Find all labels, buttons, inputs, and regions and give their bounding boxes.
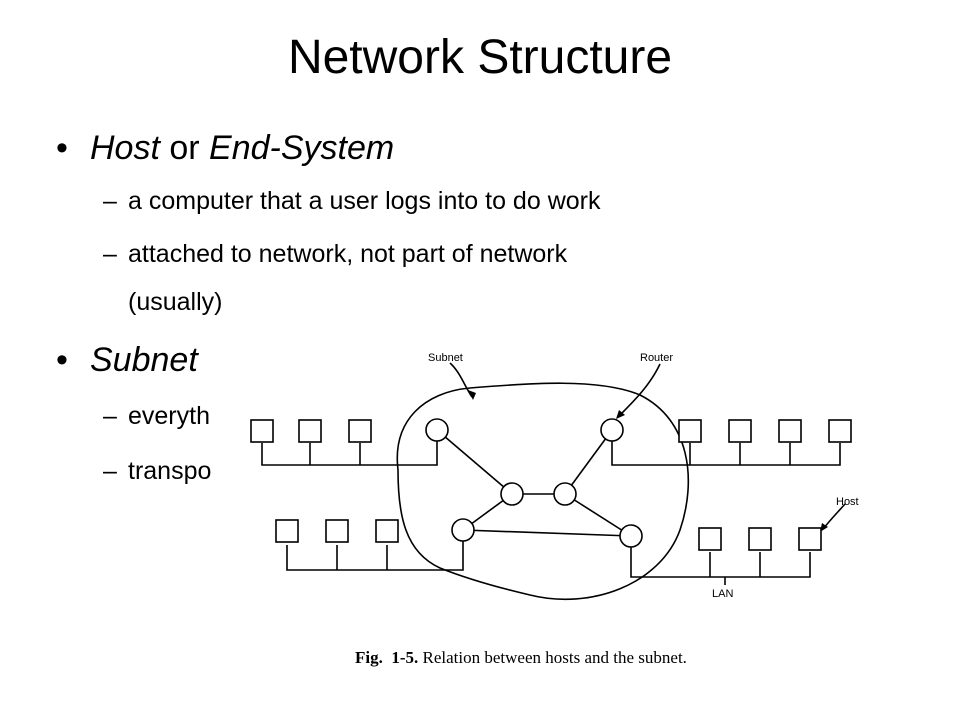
sub-bullet-text: everyth	[128, 402, 210, 430]
lan-cable	[286, 530, 464, 571]
term-host: Host	[90, 129, 160, 167]
label-router: Router	[640, 352, 673, 364]
dash-marker: –	[103, 402, 117, 430]
dash-marker: –	[103, 457, 117, 485]
label-host: Host	[836, 496, 859, 508]
router-node	[619, 524, 643, 548]
bullet-marker: •	[56, 129, 68, 167]
host-box	[275, 519, 299, 543]
router-node	[600, 418, 624, 442]
slide-title: Network Structure	[287, 31, 673, 84]
host-box	[698, 527, 722, 551]
host-box	[778, 419, 802, 443]
label-subnet: Subnet	[428, 352, 463, 364]
router-arrowhead	[616, 410, 625, 419]
term-joiner: or	[159, 129, 210, 167]
subnet-leader	[449, 362, 473, 398]
bullet-host-text: Host or End-System	[90, 128, 394, 168]
host-box	[375, 519, 399, 543]
sub-bullet-text-cont: (usually)	[128, 288, 223, 316]
router-leader	[619, 363, 661, 416]
router-node	[500, 482, 524, 506]
host-box	[728, 419, 752, 443]
link	[564, 429, 613, 495]
host-box	[748, 527, 772, 551]
bullet-marker: •	[56, 341, 68, 379]
subnet-arrowhead	[468, 390, 476, 400]
host-box	[348, 419, 372, 443]
link	[436, 429, 513, 495]
host-box	[678, 419, 702, 443]
sub-bullet-text: a computer that a user logs into to do w…	[128, 187, 601, 215]
figure-caption: Fig. 1-5. Relation between hosts and the…	[355, 648, 687, 668]
dash-marker: –	[103, 187, 117, 215]
lan-cable	[630, 536, 811, 578]
subnet-boundary	[396, 382, 690, 601]
host-box	[250, 419, 274, 443]
lan-cable	[611, 430, 841, 466]
sub-bullet-text: attached to network, not part of network	[128, 240, 568, 268]
caption-fig: Fig.	[355, 648, 383, 667]
link	[564, 493, 632, 537]
host-box	[298, 419, 322, 443]
term-end-system: End-System	[209, 129, 395, 167]
network-figure: Subnet Router Host LAN	[250, 352, 859, 601]
caption-num: 1-5.	[391, 648, 419, 667]
caption-text: Relation between hosts and the subnet.	[422, 648, 687, 667]
sub-bullet-text: transpo	[128, 457, 212, 485]
host-box	[828, 419, 852, 443]
router-node	[451, 518, 475, 542]
dash-marker: –	[103, 240, 117, 268]
host-arrowhead	[820, 523, 828, 532]
router-node	[553, 482, 577, 506]
router-node	[425, 418, 449, 442]
link	[462, 529, 632, 537]
label-lan: LAN	[712, 588, 733, 600]
term-subnet: Subnet	[90, 341, 198, 379]
lan-cable	[261, 430, 438, 466]
host-box	[798, 527, 822, 551]
host-box	[325, 519, 349, 543]
figure-mask	[245, 395, 255, 505]
